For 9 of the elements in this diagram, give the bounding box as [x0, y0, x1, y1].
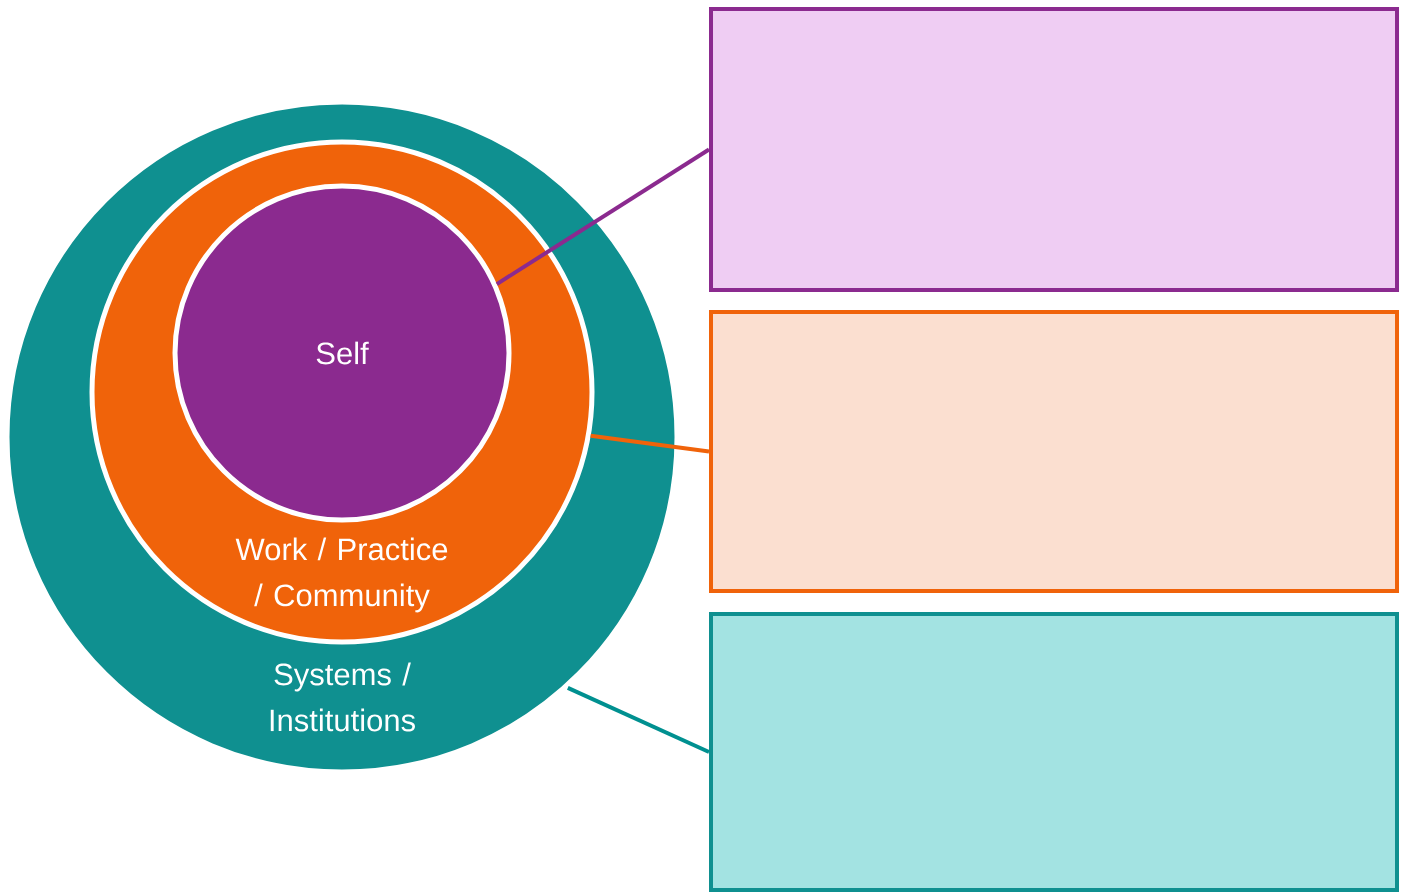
ring-label: Self	[316, 341, 369, 365]
empty-box	[709, 310, 1399, 593]
connector-line	[495, 147, 711, 286]
empty-box	[709, 612, 1399, 892]
connector-line	[567, 686, 710, 754]
empty-box	[709, 7, 1399, 292]
ring-label: Systems / Institutions	[270, 662, 415, 732]
ring-label: Work / Practice / Community	[235, 537, 448, 613]
connector-line	[590, 433, 710, 454]
